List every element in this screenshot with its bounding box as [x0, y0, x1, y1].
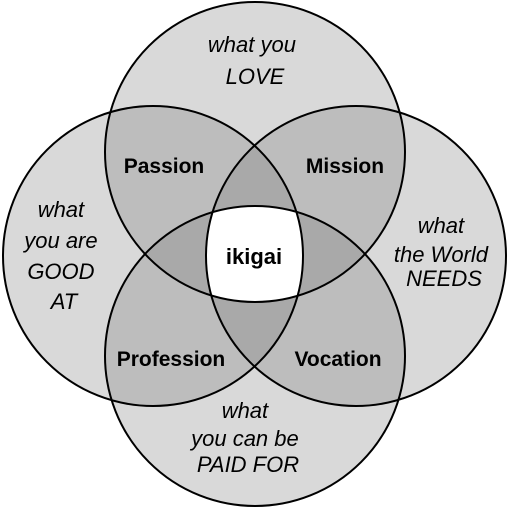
label-good-at: what you are GOOD AT — [22, 197, 104, 314]
triple-top-bottom-left — [105, 206, 303, 302]
circle-love-outline — [104, 1, 406, 303]
label-ikigai: ikigai — [226, 244, 282, 269]
label-paid-for: what you can be PAID FOR — [189, 398, 305, 477]
triple-bottom-left-right — [206, 206, 303, 406]
triple-overlaps — [105, 106, 405, 406]
label-needs: what the World NEEDS — [394, 213, 494, 291]
label-love-line-2: LOVE — [226, 64, 285, 89]
label-needs-line-2: the World — [394, 242, 489, 267]
label-good-at-line-3: GOOD — [27, 259, 94, 284]
label-paid-for-line-3: PAID FOR — [197, 452, 299, 477]
circle-paid-for-outline — [104, 205, 406, 507]
triple-top-bottom-right — [206, 206, 405, 302]
label-profession: Profession — [117, 348, 226, 371]
label-paid-for-line-1: what — [222, 398, 269, 423]
label-love-line-1: what you — [208, 32, 296, 57]
triple-top-left-right — [206, 106, 303, 302]
label-love: what you LOVE — [208, 32, 302, 89]
circle-good-at-outline — [2, 105, 304, 407]
label-needs-line-1: what — [418, 213, 465, 238]
label-vocation: Vocation — [294, 348, 381, 371]
label-mission: Mission — [306, 155, 384, 178]
label-good-at-line-4: AT — [49, 289, 79, 314]
label-passion: Passion — [124, 155, 205, 178]
label-good-at-line-1: what — [38, 197, 85, 222]
circle-needs-outline — [205, 105, 507, 407]
label-paid-for-line-2: you can be — [189, 426, 299, 451]
label-good-at-line-2: you are — [22, 228, 97, 253]
label-needs-line-3: NEEDS — [406, 266, 482, 291]
